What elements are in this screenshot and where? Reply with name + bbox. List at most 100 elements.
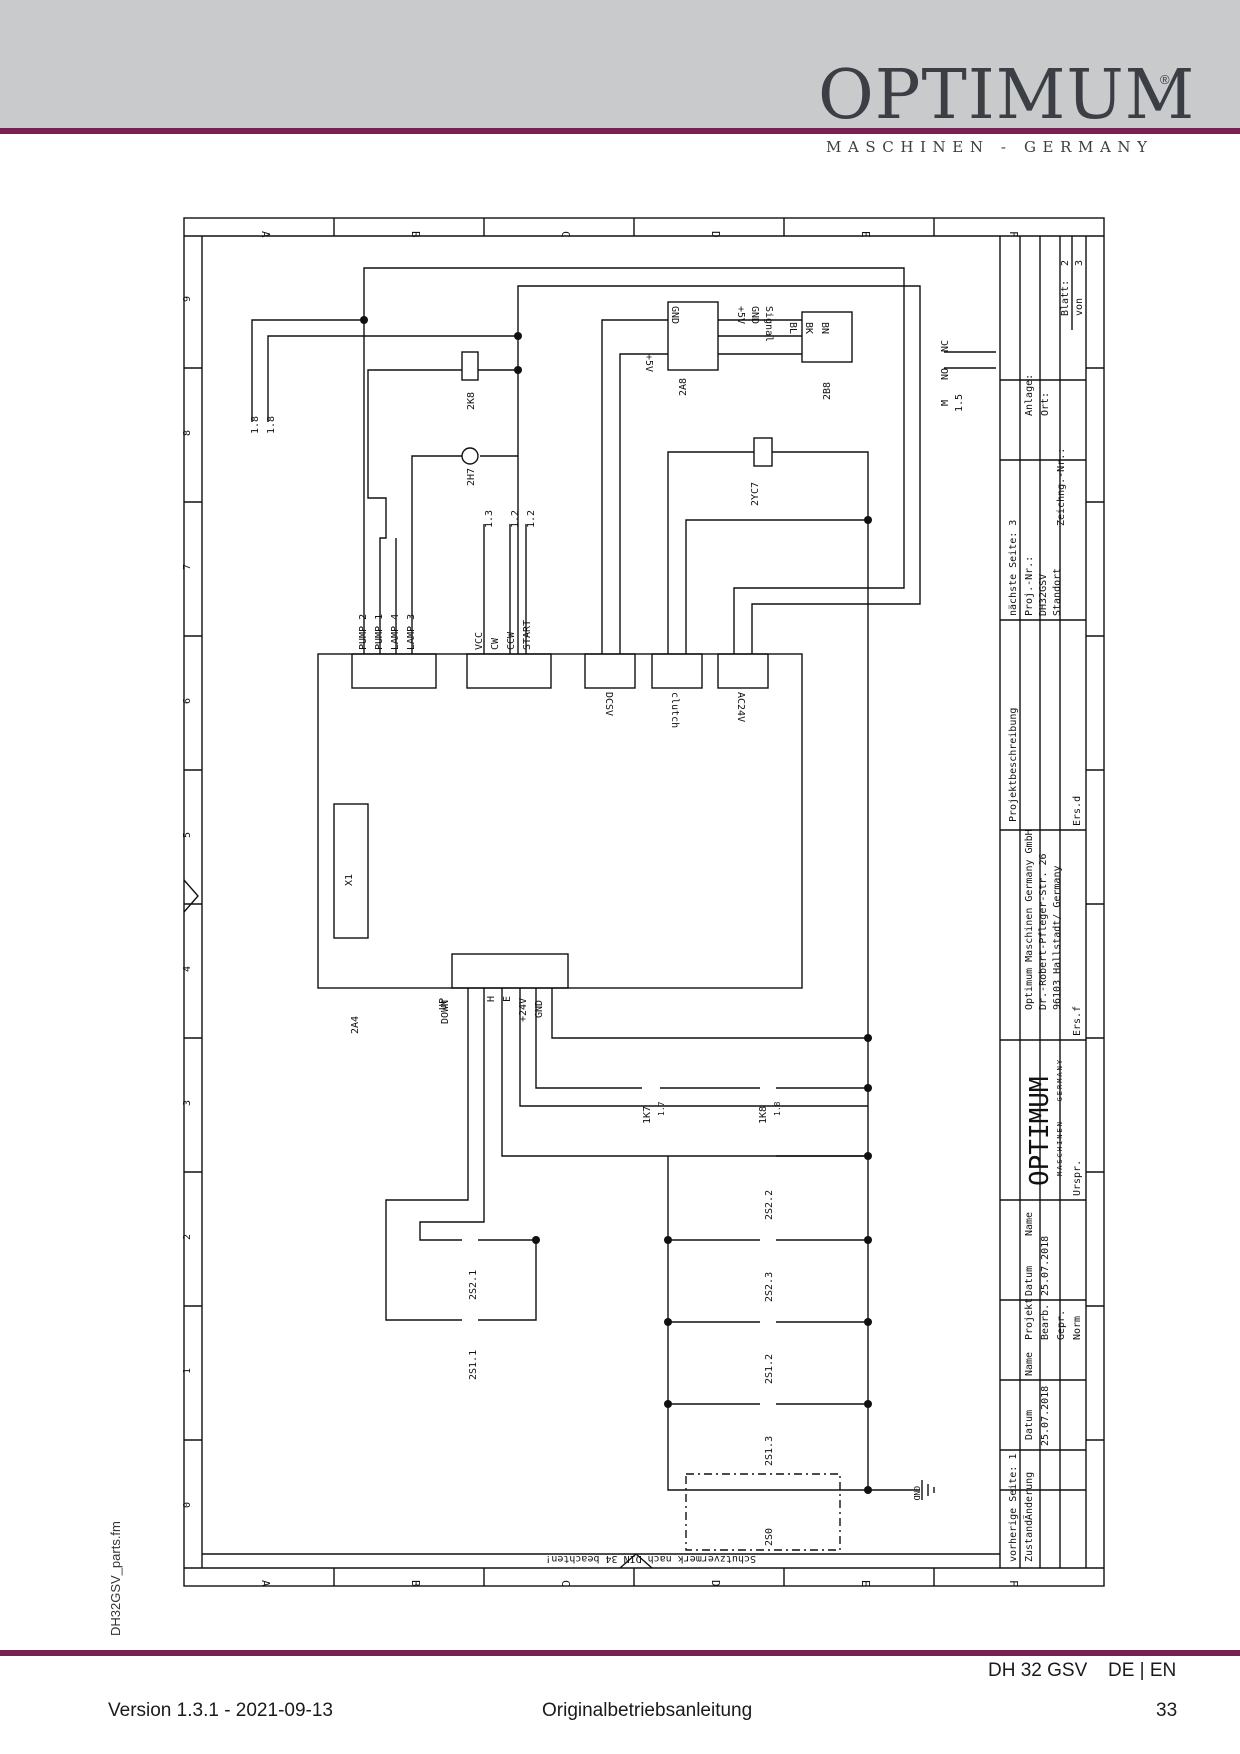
tb-aenderung: Änderung	[1022, 1472, 1035, 1520]
tb-anlage: Anlage:	[1024, 374, 1035, 416]
pin-label: H	[486, 996, 497, 1002]
contact-label: 1K8	[758, 1106, 769, 1124]
tb-ersf: Ers.f	[1072, 1006, 1083, 1036]
contact-ref: 1.7	[657, 1101, 666, 1116]
tb-von: 3	[1074, 260, 1085, 266]
solenoid-2yc7	[753, 437, 773, 467]
footer-rule	[0, 1650, 1240, 1656]
ref-label: 1.8	[266, 416, 277, 434]
pin-label: PUMP 2	[358, 614, 369, 650]
row-label: 3	[182, 1100, 193, 1106]
switch-label: 2S2.1	[468, 1270, 479, 1300]
lamp-2h7	[461, 447, 479, 465]
col-label: D	[709, 1580, 722, 1587]
pin-label: VCC	[474, 632, 485, 650]
tb-zustand: Zustand	[1024, 1520, 1035, 1562]
lamp-label: 2H7	[466, 468, 477, 486]
ref-label: 1.8	[250, 416, 261, 434]
pin-label: CW	[490, 637, 501, 650]
tb-bearb: Bearb.	[1040, 1304, 1051, 1340]
tb-proj-nr: DH32GSV	[1038, 574, 1049, 616]
pin-label: LAMP 3	[406, 614, 417, 650]
col-label: E	[859, 1580, 872, 1587]
brand-logo: OPTIMUM	[818, 56, 1196, 135]
controller-label: 2A4	[350, 1016, 361, 1034]
legend-col: NO	[940, 368, 951, 380]
x1-label: X1	[344, 874, 355, 886]
col-label: A	[259, 231, 272, 238]
driver-pin: +5V	[735, 306, 746, 324]
row-label: 1	[182, 1368, 193, 1374]
row-label: 4	[182, 966, 193, 972]
ref-label: 1.3	[484, 510, 495, 528]
col-label: F	[1007, 1580, 1020, 1587]
ref-label: 1.2	[526, 510, 537, 528]
col-label: D	[709, 231, 722, 238]
tb-von-label: von	[1074, 298, 1085, 316]
contact-ref: 1.8	[773, 1101, 782, 1116]
prev-page: vorherige Seite: 1	[1008, 1454, 1019, 1562]
emergency-label: 2S0	[764, 1528, 775, 1546]
row-label: 6	[182, 698, 193, 704]
pin-label: DOWN	[440, 1000, 451, 1024]
sensor-pin: BL	[787, 322, 798, 334]
tb-date2: 25.07.2018	[1040, 1236, 1051, 1296]
row-label: 2	[182, 1234, 193, 1240]
connector-label: DCSV	[603, 692, 614, 716]
tb-zeichng: Zeichng.-Nr.:	[1056, 448, 1067, 526]
solenoid-label: 2YC7	[750, 482, 761, 506]
relay-label: 2K8	[466, 392, 477, 410]
contact-label: 1K7	[642, 1106, 653, 1124]
brand-tagline: MASCHINEN - GERMANY	[826, 138, 1154, 156]
legend-col: M	[940, 400, 951, 406]
col-label: B	[409, 231, 422, 238]
sensor-label: 2B8	[822, 382, 833, 400]
language-code: DE | EN	[1108, 1660, 1177, 1681]
controller-2a4	[317, 653, 803, 989]
driver-label: 2A8	[678, 378, 689, 396]
driver-pin: GND	[749, 306, 760, 324]
sensor-2b8	[801, 311, 853, 363]
document-title: Originalbetriebsanleitung	[542, 1700, 753, 1721]
pin-label: E	[502, 996, 513, 1002]
tb-street: Dr.-Robert-Pfleger-Str. 26	[1038, 853, 1049, 1010]
pin-label: UP	[438, 998, 449, 1010]
switch-label: 2S2.2	[764, 1190, 775, 1220]
tb-standort: Standort	[1052, 568, 1063, 616]
x1-module	[333, 803, 369, 939]
legend-col: NC	[940, 340, 951, 352]
driver-pin: +5V	[643, 354, 654, 372]
col-label: F	[1007, 231, 1020, 238]
pin-label: LAMP 4	[390, 614, 401, 650]
tb-name: Name	[1024, 1212, 1035, 1236]
col-label: E	[859, 231, 872, 238]
next-page: nächste Seite: 3	[1008, 520, 1019, 616]
driver-pin: Signal	[763, 306, 774, 342]
version-info: Version 1.3.1 - 2021-09-13	[108, 1700, 333, 1721]
col-label: A	[259, 1580, 272, 1587]
tb-projekt: Projekt	[1024, 1298, 1035, 1340]
page-number: 33	[1156, 1700, 1178, 1721]
gnd-label: GND	[912, 1486, 921, 1501]
header-band	[0, 0, 1240, 128]
protection-note: Schutzvermerk nach DIN 34 beachten!	[545, 1553, 756, 1564]
sensor-pin: BN	[819, 322, 830, 334]
ref-label: 1.2	[510, 510, 521, 528]
col-label: B	[409, 1580, 422, 1587]
tb-proj-nr-label: Proj.-Nr.:	[1024, 556, 1035, 616]
row-label: 9	[182, 296, 193, 302]
tb-name: Name	[1024, 1352, 1035, 1376]
connector-label: AC24V	[735, 692, 746, 722]
switch-label: 2S1.1	[468, 1350, 479, 1380]
pin-label: CCW	[506, 631, 517, 650]
col-label: C	[559, 1580, 572, 1587]
tb-company: Optimum Maschinen Germany GmbH	[1024, 829, 1035, 1010]
connector-label: clutch	[669, 692, 680, 728]
tb-norm: Norm	[1072, 1316, 1083, 1340]
pin-label: START	[522, 620, 533, 650]
tb-datum: Datum	[1024, 1410, 1035, 1440]
tb-urspr: Urspr.	[1072, 1160, 1083, 1196]
tb-gepr: Gepr.	[1056, 1310, 1067, 1340]
tb-projektbeschreibung: Projektbeschreibung	[1008, 708, 1019, 822]
